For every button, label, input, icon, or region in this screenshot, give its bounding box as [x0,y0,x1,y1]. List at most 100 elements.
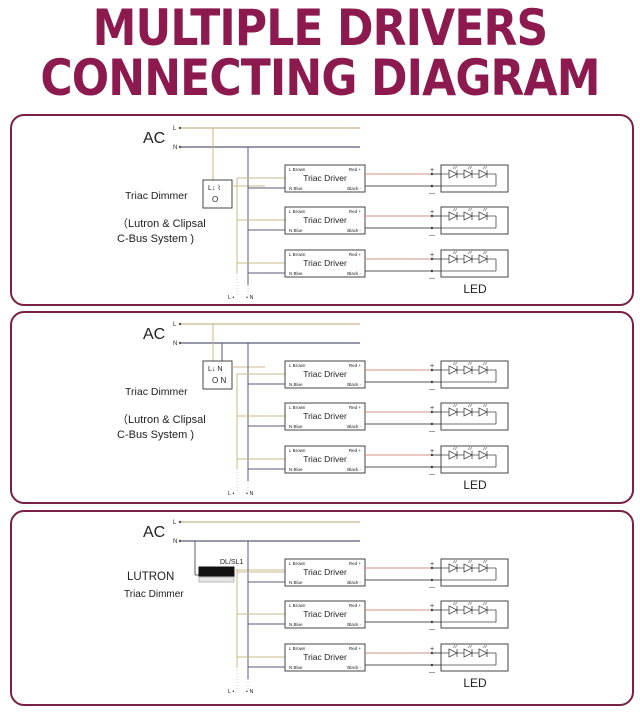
led-neg-terminal: — [429,670,435,676]
led-module-box [440,600,509,629]
neutral-label: N [173,145,177,151]
led-light-ray-icon [452,207,456,212]
led-light-ray-icon [469,207,473,212]
led-light-ray-icon [452,165,456,170]
dimmer-note-line2: C-Bus System ) [117,429,194,441]
dimmer-label: Triac Dimmer [125,190,188,202]
driver-output-pos-label: Red + [349,603,362,608]
dimmer-box [202,179,233,209]
driver-input-l-label: L Brown [289,363,306,368]
driver-input-l-label: L Brown [289,646,306,651]
driver-input-l-label: L Brown [289,448,306,453]
led-light-ray-icon [454,403,458,408]
triac-driver-box [284,360,366,389]
led-light-ray-icon [482,601,486,606]
line-label: L [173,322,177,328]
led-diode-icon [463,169,473,179]
led-light-ray-icon [482,644,486,649]
led-light-ray-icon [482,250,486,255]
led-diode-icon [448,169,458,179]
led-pos-terminal: + [430,209,434,216]
led-pos-terminal: + [430,363,434,370]
led-diode-icon [478,169,488,179]
led-diode-icon [463,563,473,573]
led-light-ray-icon [454,601,458,606]
led-light-ray-icon [469,165,473,170]
driver-input-n-label: N Blue [289,424,303,429]
led-light-ray-icon [482,403,486,408]
led-neg-terminal: — [429,233,435,239]
driver-output-neg-label: Black - [347,665,361,670]
led-module-box [440,445,509,474]
dimmer-note-line1: （Lutron & Clipsal [117,217,206,230]
led-module-box [440,249,509,278]
line-label: L [173,520,177,526]
led-diode-icon [463,407,473,417]
driver-output-pos-label: Red + [349,167,362,172]
led-neg-terminal: — [429,585,435,591]
neutral-label: N [173,539,177,545]
led-light-ray-icon [469,601,473,606]
lutron-dimmer-body [198,566,235,578]
dimmer-brand-label: LUTRON [127,571,174,583]
driver-output-pos-label: Red + [349,646,362,651]
bottom-l-label: L • [228,295,234,301]
led-light-ray-icon [467,559,471,564]
led-light-ray-icon [484,644,488,649]
driver-input-n-label: N Blue [289,665,303,670]
driver-output-pos-label: Red + [349,405,362,410]
bottom-l-label: L • [228,689,234,695]
driver-input-n-label: N Blue [289,467,303,472]
led-diode-icon [478,648,488,658]
driver-name-label: Triac Driver [303,215,347,225]
driver-input-l-label: L Brown [289,252,306,257]
led-light-ray-icon [454,644,458,649]
driver-input-l-label: L Brown [289,561,306,566]
led-label: LED [463,282,487,296]
led-light-ray-icon [484,403,488,408]
triac-driver-box [284,206,366,235]
led-light-ray-icon [482,446,486,451]
led-light-ray-icon [484,559,488,564]
terminal-dot [178,539,182,543]
led-light-ray-icon [469,250,473,255]
triac-driver-box [284,445,366,474]
driver-name-label: Triac Driver [303,258,347,268]
led-module-box [440,206,509,235]
led-light-ray-icon [484,165,488,170]
led-diode-icon [478,211,488,221]
driver-output-neg-label: Black - [347,622,361,627]
ac-label: AC [143,524,165,541]
led-label: LED [463,676,487,690]
driver-input-n-label: N Blue [289,382,303,387]
led-light-ray-icon [469,446,473,451]
driver-name-label: Triac Driver [303,652,347,662]
led-light-ray-icon [454,250,458,255]
led-diode-icon [463,450,473,460]
dimmer-note-line2: C-Bus System ) [117,233,194,245]
led-pos-terminal: + [430,405,434,412]
line-label: L [173,126,177,132]
led-module-box [440,643,509,672]
dimmer-terminal-label: DL/SL1 [220,559,243,566]
driver-output-neg-label: Black - [347,382,361,387]
terminal-dot [178,126,182,130]
led-light-ray-icon [452,559,456,564]
driver-name-label: Triac Driver [303,173,347,183]
terminal-dot [178,322,182,326]
led-module-box [440,402,509,431]
led-diode-icon [448,648,458,658]
led-light-ray-icon [452,403,456,408]
led-light-ray-icon [482,559,486,564]
driver-input-n-label: N Blue [289,186,303,191]
led-diode-icon [448,254,458,264]
driver-output-pos-label: Red + [349,561,362,566]
driver-output-pos-label: Red + [349,252,362,257]
led-light-ray-icon [454,207,458,212]
dimmer-terminal-labels: L↓ N [208,366,222,373]
led-light-ray-icon [452,644,456,649]
led-diode-icon [478,254,488,264]
driver-name-label: Triac Driver [303,454,347,464]
bottom-n-label: • N [246,689,253,695]
